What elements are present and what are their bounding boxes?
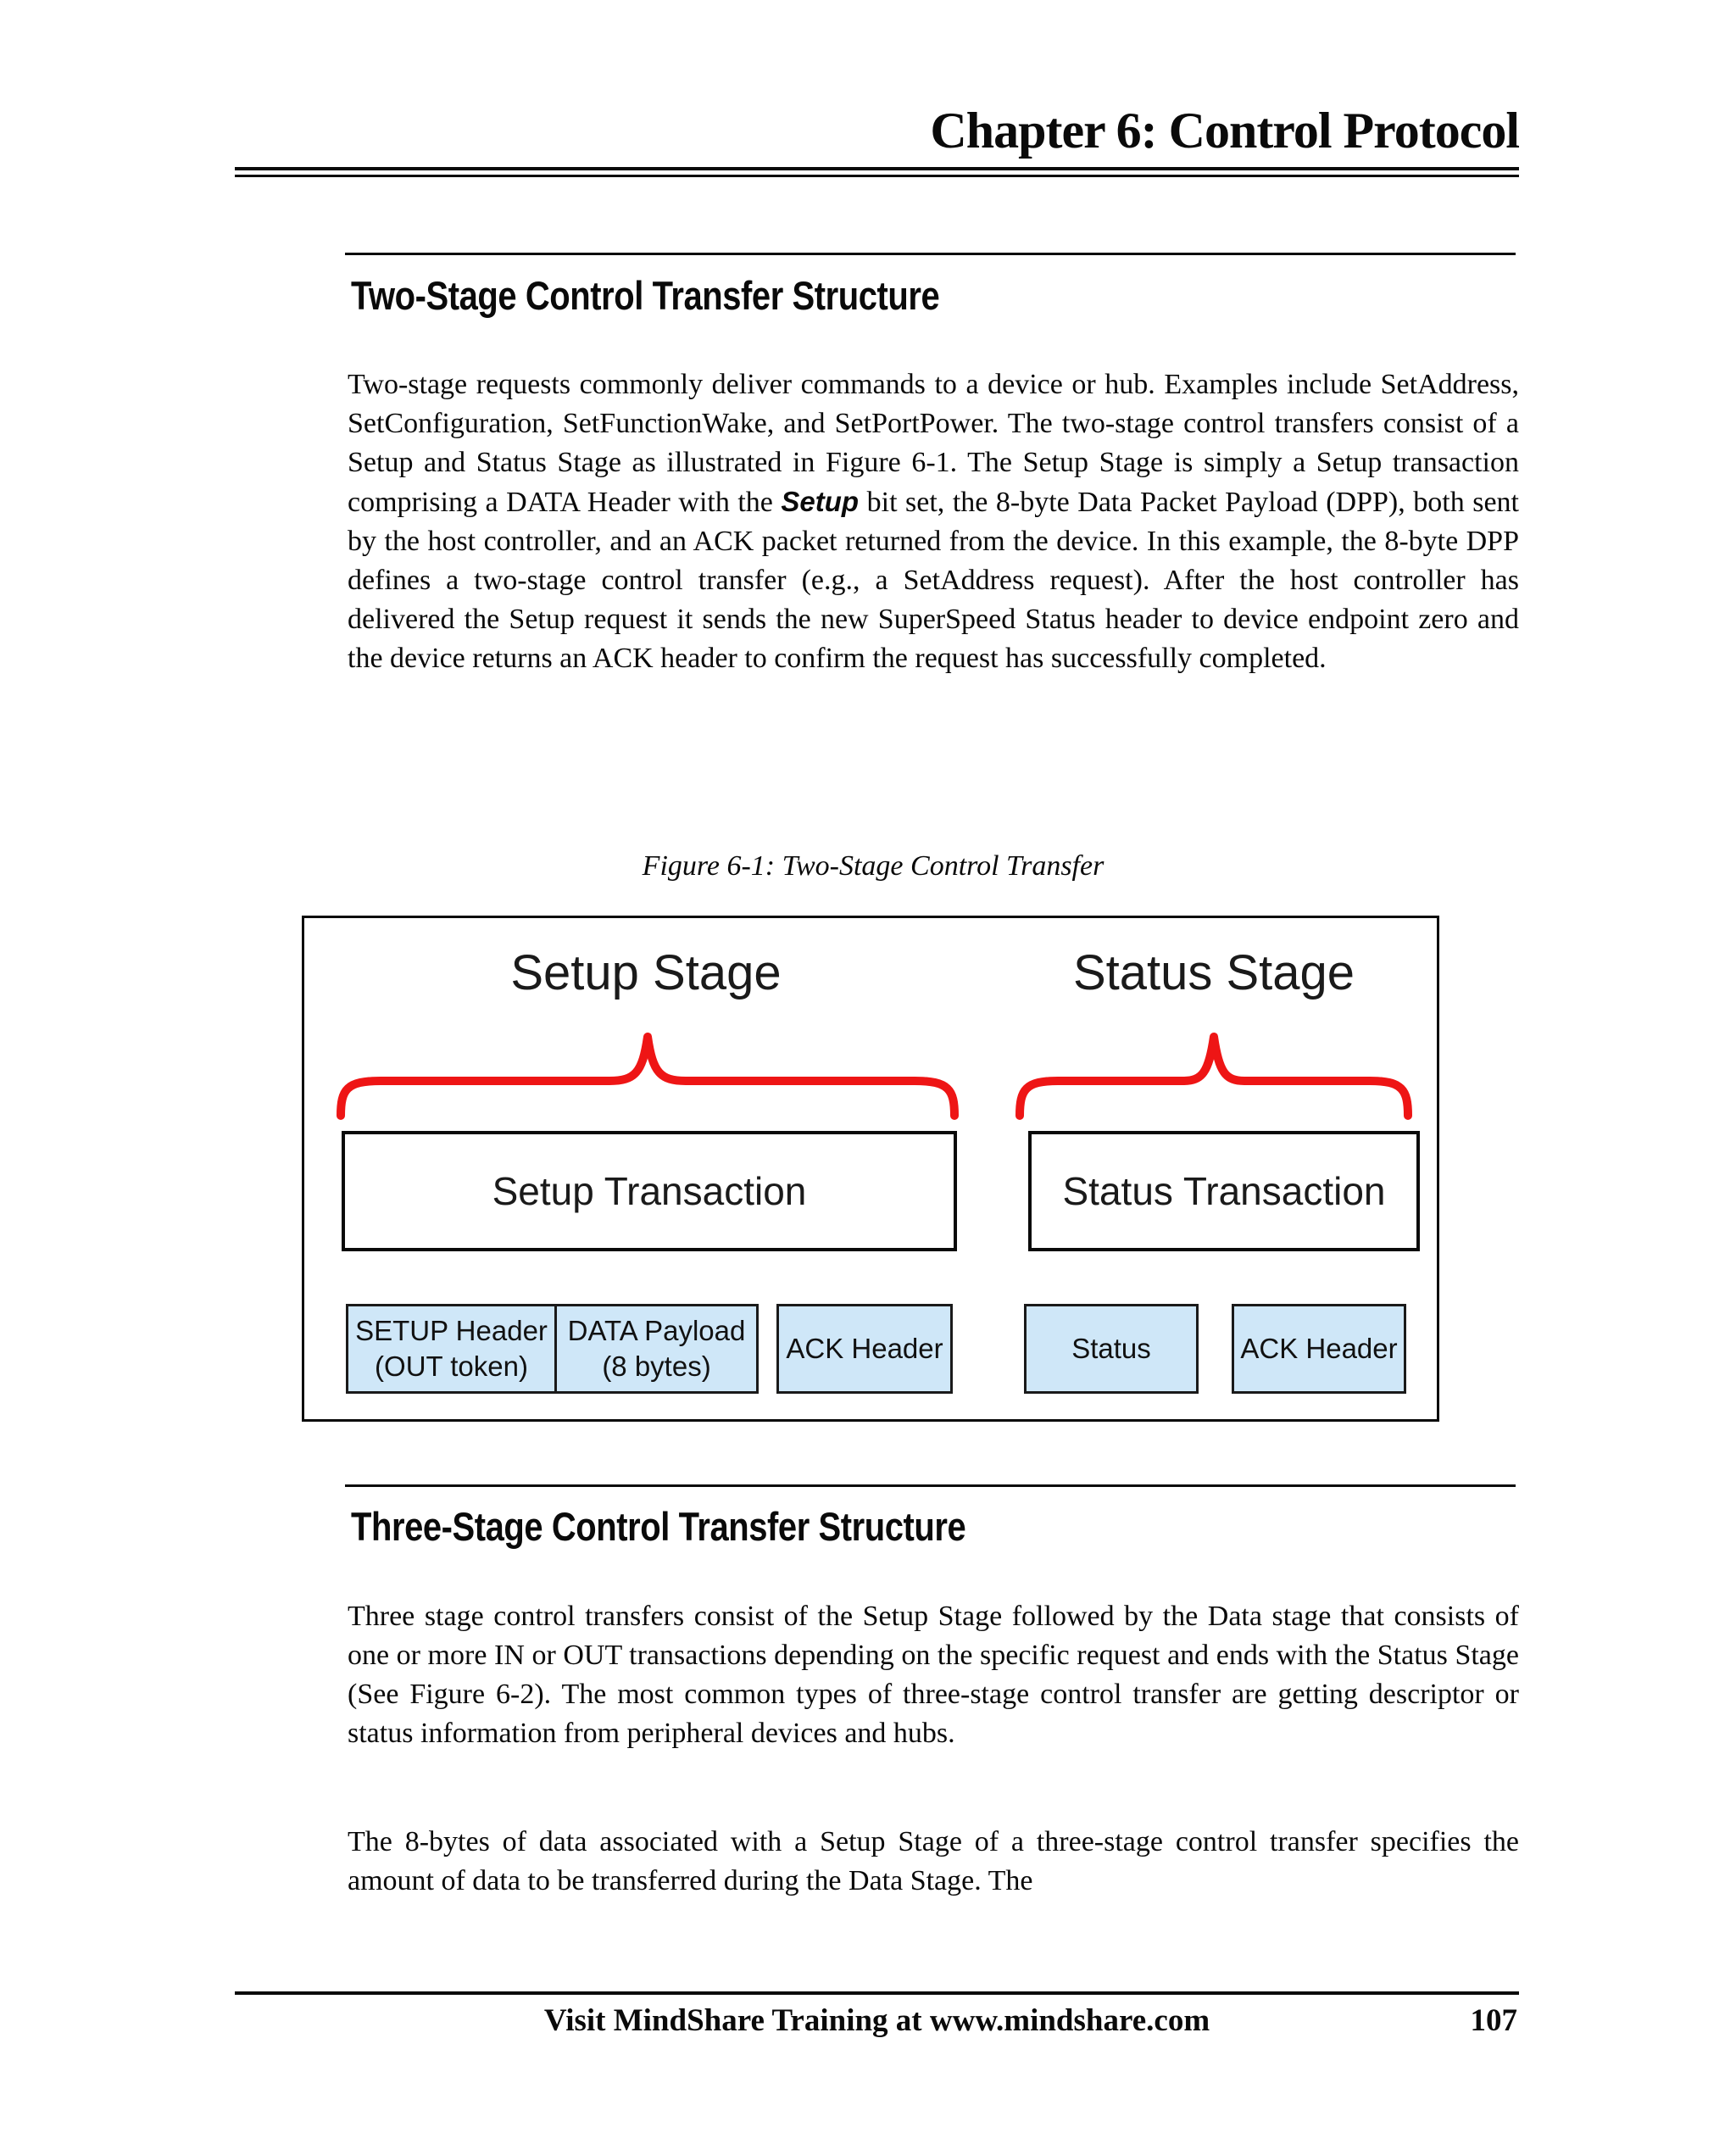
setup-bold-word: Setup [781,486,860,517]
ack-header-packet-box: ACK Header [776,1304,953,1394]
data-payload-line1: DATA Payload [567,1315,746,1346]
ack-header-2-label: ACK Header [1240,1333,1398,1364]
figure-caption: Figure 6-1: Two-Stage Control Transfer [642,850,1104,882]
chapter-title-double-rule [235,167,1519,177]
status-stage-brace-icon [1015,1033,1412,1120]
footer-rule [235,1991,1519,1995]
data-payload-packet-box: DATA Payload (8 bytes) [554,1304,759,1394]
two-stage-paragraph: Two-stage requests commonly deliver comm… [348,365,1519,678]
ack-header-packet-box-2: ACK Header [1232,1304,1406,1394]
ack-header-label: ACK Header [786,1333,943,1364]
three-stage-paragraph-2: The 8-bytes of data associated with a Se… [348,1826,1519,1896]
status-stage-brace-path [1015,1033,1412,1120]
data-payload-line2: (8 bytes) [602,1350,711,1382]
setup-transaction-label: Setup Transaction [492,1169,807,1213]
status-stage-label: Status Stage [1072,945,1355,1000]
page-number: 107 [1470,2003,1518,2038]
setup-transaction-box: Setup Transaction [342,1131,957,1251]
chapter-title: Chapter 6: Control Protocol [930,103,1520,159]
status-transaction-label: Status Transaction [1062,1169,1386,1213]
status-transaction-box: Status Transaction [1028,1131,1420,1251]
setup-stage-brace-icon [337,1033,959,1120]
setup-header-line2: (OUT token) [375,1350,528,1382]
section-rule-three-stage [345,1484,1516,1487]
section-heading-two-stage: Two-Stage Control Transfer Structure [351,273,940,318]
setup-header-packet-box: SETUP Header (OUT token) [346,1304,557,1394]
two-stage-paragraph-post: bit set, the 8-byte Data Packet Payload … [348,487,1519,674]
footer-text: Visit MindShare Training at www.mindshar… [543,2003,1210,2038]
status-packet-label: Status [1071,1333,1151,1364]
status-packet-box: Status [1024,1304,1199,1394]
two-stage-paragraph-pre: Two-stage requests commonly deliver comm… [348,369,1519,518]
setup-stage-brace-path [337,1033,959,1120]
section-heading-three-stage: Three-Stage Control Transfer Structure [351,1504,966,1549]
setup-stage-label: Setup Stage [510,945,782,1000]
figure-6-1-diagram: Setup Stage Status Stage Setup Transacti… [302,916,1439,1422]
three-stage-paragraph-1: Three stage control transfers consist of… [348,1601,1519,1749]
section-rule-two-stage [345,253,1516,255]
setup-header-line1: SETUP Header [355,1315,548,1346]
